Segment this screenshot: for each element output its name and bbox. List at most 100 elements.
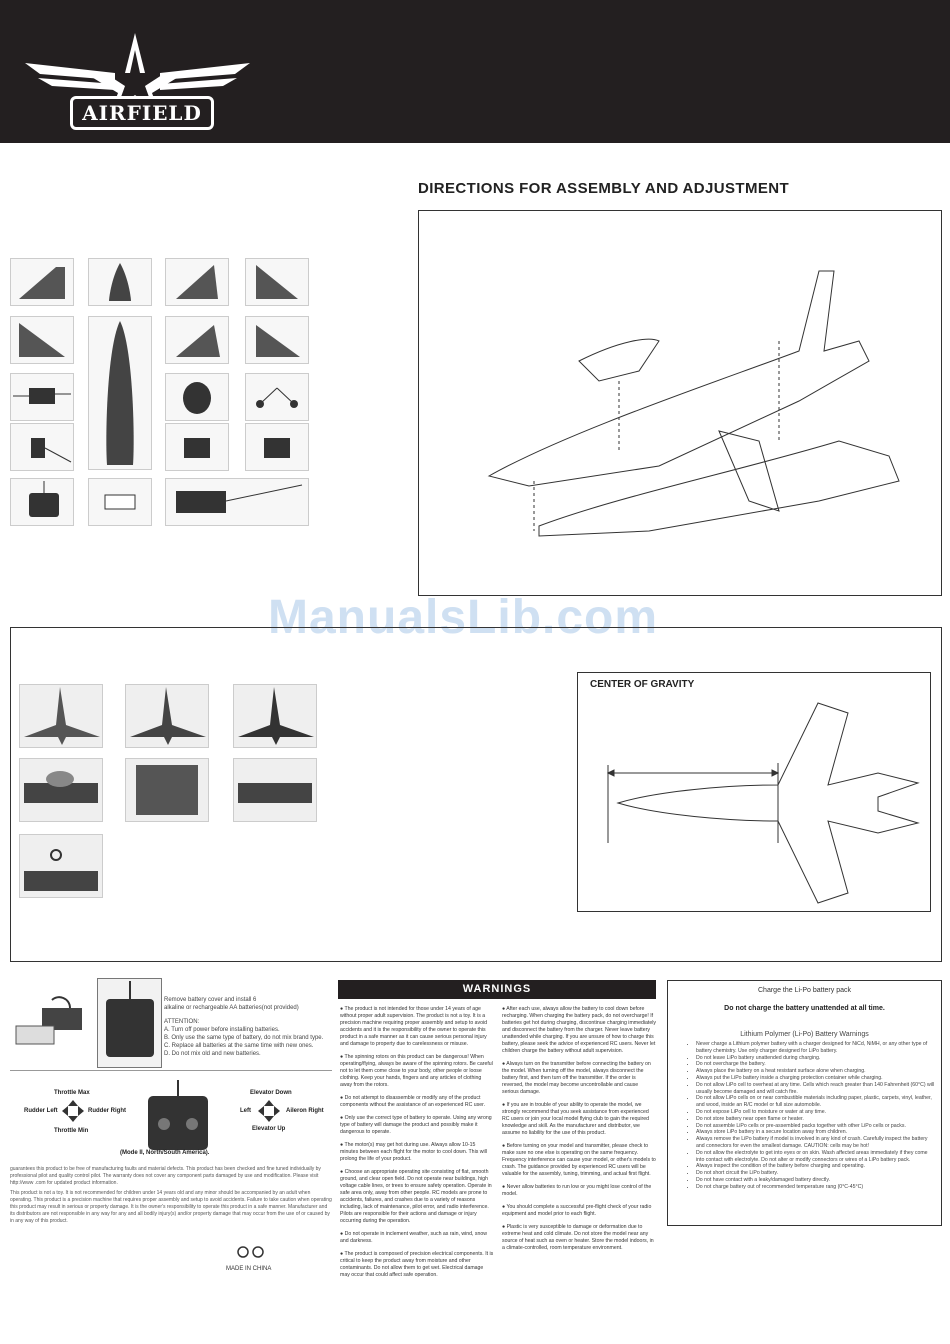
- battery-charger-image: [12, 978, 97, 1058]
- lipo-item: Do not overcharge the battery.: [696, 1061, 936, 1068]
- photo-battery-hatch-2: [125, 758, 209, 822]
- warning-item: ● The product is composed of precision e…: [340, 1251, 494, 1278]
- lipo-item: Always inspect the condition of the batt…: [696, 1163, 936, 1170]
- divider: [10, 1070, 332, 1071]
- battery-line-6: C. Replace all batteries at the same tim…: [164, 1043, 314, 1049]
- lipo-item: Do not expose LiPo cell to moisture or w…: [696, 1109, 936, 1116]
- brand-name: AIRFIELD: [70, 96, 214, 130]
- lipo-item: Always place the battery on a heat resis…: [696, 1068, 936, 1075]
- label-throttle-max: Throttle Max: [54, 1090, 90, 1096]
- part-esc: [10, 373, 74, 421]
- part-transmitter: [10, 478, 74, 526]
- battery-line-5: B. Only use the same type of battery, do…: [164, 1035, 324, 1041]
- cg-jet-diagram-icon: [606, 702, 920, 904]
- battery-install-instructions: Remove battery cover and install 6 alkal…: [164, 996, 344, 1058]
- part-servo-2: [245, 423, 309, 471]
- warning-item: ● Do not attempt to disassemble or modif…: [340, 1095, 486, 1108]
- photo-tail-assembly-1: [19, 684, 103, 748]
- transmitter-front-icon: [148, 1080, 208, 1150]
- warning-item: ● After each use, always allow the batte…: [502, 1006, 656, 1054]
- lipo-item: Do not have contact with a leaky/damaged…: [696, 1177, 936, 1184]
- part-landing-gear: [245, 373, 309, 421]
- warning-item: ● If you are in trouble of your ability …: [502, 1102, 650, 1136]
- label-aileron-right: Aileron Right: [286, 1108, 324, 1114]
- lipo-item: Do not allow LiPo cells on or near combu…: [696, 1095, 936, 1109]
- lipo-item: Do not assemble LiPo cells or pre-assemb…: [696, 1123, 936, 1130]
- warning-item: ● Only use the correct type of battery t…: [340, 1115, 492, 1135]
- part-fuselage: [88, 316, 152, 470]
- part-wing-left: [10, 258, 74, 306]
- photo-tail-assembly-2: [125, 684, 209, 748]
- left-stick-arrows-icon: [62, 1100, 84, 1122]
- lipo-item: Never charge a Lithium polymer battery w…: [696, 1041, 936, 1055]
- label-rudder-right: Rudder Right: [88, 1108, 126, 1114]
- lipo-item: Always store LiPo battery in a secure lo…: [696, 1129, 936, 1136]
- warnings-title: WARNINGS: [338, 980, 656, 999]
- lipo-warning-panel: Charge the Li-Po battery pack Do not cha…: [667, 980, 942, 1226]
- part-stabilizer-left: [165, 258, 229, 306]
- warning-item: ● Before turning on your model and trans…: [502, 1143, 656, 1177]
- warranty-paragraph: guarantees this product to be free of ma…: [10, 1166, 321, 1186]
- watermark-text: ManualsLib.com: [268, 591, 659, 644]
- lipo-item: Do not allow the electrolyte to get into…: [696, 1150, 936, 1164]
- warnings-column-1: ● The product is not intended for those …: [340, 1006, 494, 1285]
- made-in: MADE IN CHINA: [226, 1266, 272, 1272]
- lipo-item: Always put the LiPo battery inside a cha…: [696, 1075, 936, 1082]
- label-mode: (Mode II, North/South America).: [120, 1150, 210, 1156]
- part-tail-fin-right: [245, 316, 309, 364]
- adjustment-panel: CENTER OF GRAVITY: [10, 627, 942, 962]
- label-throttle-min: Throttle Min: [54, 1128, 89, 1134]
- battery-line-4: A. Turn off power before installing batt…: [164, 1027, 280, 1033]
- recycle-icon: [237, 1246, 264, 1258]
- lipo-item: Do not allow LiPo cell to overheat at an…: [696, 1082, 936, 1096]
- lipo-unattended-label: Do not charge the battery unattended at …: [724, 1005, 885, 1012]
- lipo-title: Lithium Polymer (Li-Po) Battery Warnings: [740, 1031, 869, 1038]
- battery-line-3: ATTENTION:: [164, 1019, 200, 1025]
- photo-tail-assembly-3: [233, 684, 317, 748]
- assembly-title: DIRECTIONS FOR ASSEMBLY AND ADJUSTMENT: [418, 180, 790, 197]
- transmitter-back-image: [97, 978, 162, 1068]
- cg-panel: CENTER OF GRAVITY: [577, 672, 931, 912]
- warning-item: ● The motor(s) may get hot during use. A…: [340, 1142, 487, 1162]
- photo-battery-hatch-3: [233, 758, 317, 822]
- battery-line-1: Remove battery cover and install 6: [164, 997, 257, 1003]
- right-stick-arrows-icon: [258, 1100, 280, 1122]
- airfield-logo-icon: [25, 33, 250, 128]
- label-rudder-left: Rudder Left: [24, 1108, 58, 1114]
- warning-item: ● You should complete a successful pre-f…: [502, 1204, 652, 1217]
- warning-item: ● Never allow batteries to run low or yo…: [502, 1184, 652, 1197]
- warnings-column-2: ● After each use, always allow the batte…: [502, 1006, 656, 1258]
- lipo-item: Always remove the LiPo battery if model …: [696, 1136, 936, 1150]
- part-tail-fin-left: [165, 316, 229, 364]
- part-servo-1: [165, 423, 229, 471]
- part-battery: [165, 478, 309, 526]
- label-elevator-down: Elevator Down: [250, 1090, 292, 1096]
- warning-item: ● Plastic is very susceptible to damage …: [502, 1224, 654, 1251]
- warning-item: ● The product is not intended for those …: [340, 1006, 488, 1047]
- lipo-item: Do not store battery near open flame or …: [696, 1116, 936, 1123]
- part-motor: [10, 423, 74, 471]
- photo-battery-hatch-1: [19, 758, 103, 822]
- part-wing-right: [10, 316, 74, 364]
- header-bar: AIRFIELD: [0, 0, 950, 143]
- battery-line-2: alkaline or rechargeable AA batteries(no…: [164, 1005, 299, 1011]
- warning-item: ● The spinning rotors on this product ca…: [340, 1054, 493, 1088]
- part-receiver: [88, 478, 152, 526]
- exploded-jet-diagram-icon: [487, 270, 900, 537]
- cg-title: CENTER OF GRAVITY: [590, 679, 695, 690]
- photo-connector: [19, 834, 103, 898]
- battery-line-7: D. Do not mix old and new batteries.: [164, 1051, 261, 1057]
- lipo-list: Never charge a Lithium polymer battery w…: [686, 1041, 936, 1191]
- exploded-view-panel: [418, 210, 942, 596]
- lipo-item: Do not leave LiPo battery unattended dur…: [696, 1055, 936, 1062]
- parts-grid: [10, 258, 310, 526]
- lipo-item: Do not short circuit the LiPo battery.: [696, 1170, 936, 1177]
- warning-item: ● Always turn on the transmitter before …: [502, 1061, 651, 1095]
- label-left: Left: [240, 1108, 251, 1114]
- label-elevator-up: Elevator Up: [252, 1126, 286, 1132]
- liability-paragraph: This product is not a toy. It is not rec…: [10, 1190, 332, 1224]
- warning-item: ● Choose an appropriate operating site c…: [340, 1169, 492, 1224]
- warning-item: ● Do not operate in inclement weather, s…: [340, 1231, 488, 1244]
- lipo-charge-label: Charge the Li-Po battery pack: [758, 987, 851, 994]
- part-stabilizer-right: [245, 258, 309, 306]
